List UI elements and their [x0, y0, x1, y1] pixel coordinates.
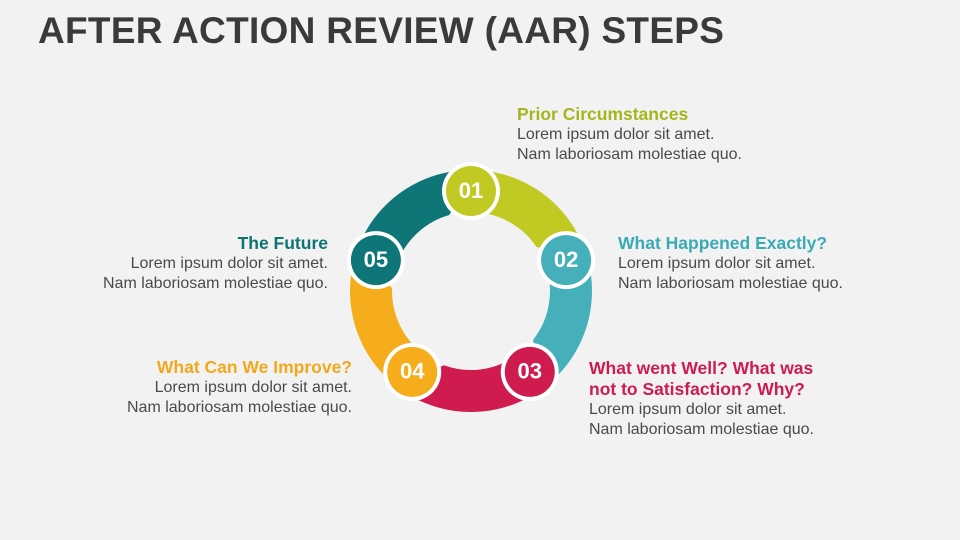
step-4-desc-line: Nam laboriosam molestiae quo.: [127, 399, 352, 416]
step-5-desc-line: Lorem ipsum dolor sit amet.: [130, 255, 328, 272]
step-5-heading-line: The Future: [237, 233, 328, 253]
step-5-text: The Future Lorem ipsum dolor sit amet. N…: [103, 233, 328, 294]
step-1-desc-line: Nam laboriosam molestiae quo.: [517, 146, 742, 163]
step-1-description: Lorem ipsum dolor sit amet. Nam laborios…: [517, 125, 742, 165]
step-2-text: What Happened Exactly? Lorem ipsum dolor…: [618, 233, 843, 294]
step-2-description: Lorem ipsum dolor sit amet. Nam laborios…: [618, 254, 843, 294]
step-number: 02: [554, 247, 578, 272]
step-5-badge: 05: [346, 231, 405, 290]
step-4-text: What Can We Improve? Lorem ipsum dolor s…: [127, 357, 352, 418]
step-3-heading-line: not to Satisfaction? Why?: [589, 379, 805, 399]
badge-circle: [387, 346, 438, 397]
page-title: AFTER ACTION REVIEW (AAR) STEPS: [38, 10, 725, 51]
step-4-desc-line: Lorem ipsum dolor sit amet.: [154, 379, 352, 396]
step-3-badge: 03: [500, 342, 559, 401]
step-1-heading: Prior Circumstances: [517, 104, 742, 125]
step-4-badge: 04: [383, 342, 442, 401]
step-badges: 01 02 03 04 05: [346, 162, 596, 401]
step-3-desc-line: Nam laboriosam molestiae quo.: [589, 421, 814, 438]
badge-circle: [350, 235, 401, 286]
step-3-text: What went Well? What was not to Satisfac…: [589, 358, 814, 440]
step-5-heading: The Future: [103, 233, 328, 254]
step-1-desc-line: Lorem ipsum dolor sit amet.: [517, 126, 715, 143]
step-2-badge: 02: [537, 231, 596, 290]
step-3-desc-line: Lorem ipsum dolor sit amet.: [589, 401, 787, 418]
step-5-desc-line: Nam laboriosam molestiae quo.: [103, 275, 328, 292]
step-2-heading-line: What Happened Exactly?: [618, 233, 828, 253]
step-2-heading: What Happened Exactly?: [618, 233, 843, 254]
step-2-desc-line: Lorem ipsum dolor sit amet.: [618, 255, 816, 272]
step-2-desc-line: Nam laboriosam molestiae quo.: [618, 275, 843, 292]
step-1-heading-line: Prior Circumstances: [517, 104, 689, 124]
step-number: 04: [400, 359, 425, 384]
step-1-badge: 01: [442, 162, 500, 220]
step-5-description: Lorem ipsum dolor sit amet. Nam laborios…: [103, 254, 328, 294]
step-4-heading: What Can We Improve?: [127, 357, 352, 378]
step-4-description: Lorem ipsum dolor sit amet. Nam laborios…: [127, 378, 352, 418]
step-4-heading-line: What Can We Improve?: [156, 357, 352, 377]
step-1-text: Prior Circumstances Lorem ipsum dolor si…: [517, 104, 742, 165]
badge-circle: [504, 346, 555, 397]
step-3-heading-line: What went Well? What was: [589, 358, 814, 378]
step-number: 03: [518, 359, 542, 384]
badge-circle: [541, 235, 592, 286]
step-number: 01: [459, 178, 483, 203]
badge-circle: [446, 166, 496, 216]
step-3-description: Lorem ipsum dolor sit amet. Nam laborios…: [589, 400, 814, 440]
step-number: 05: [364, 247, 388, 272]
step-3-heading: What went Well? What was not to Satisfac…: [589, 358, 814, 400]
